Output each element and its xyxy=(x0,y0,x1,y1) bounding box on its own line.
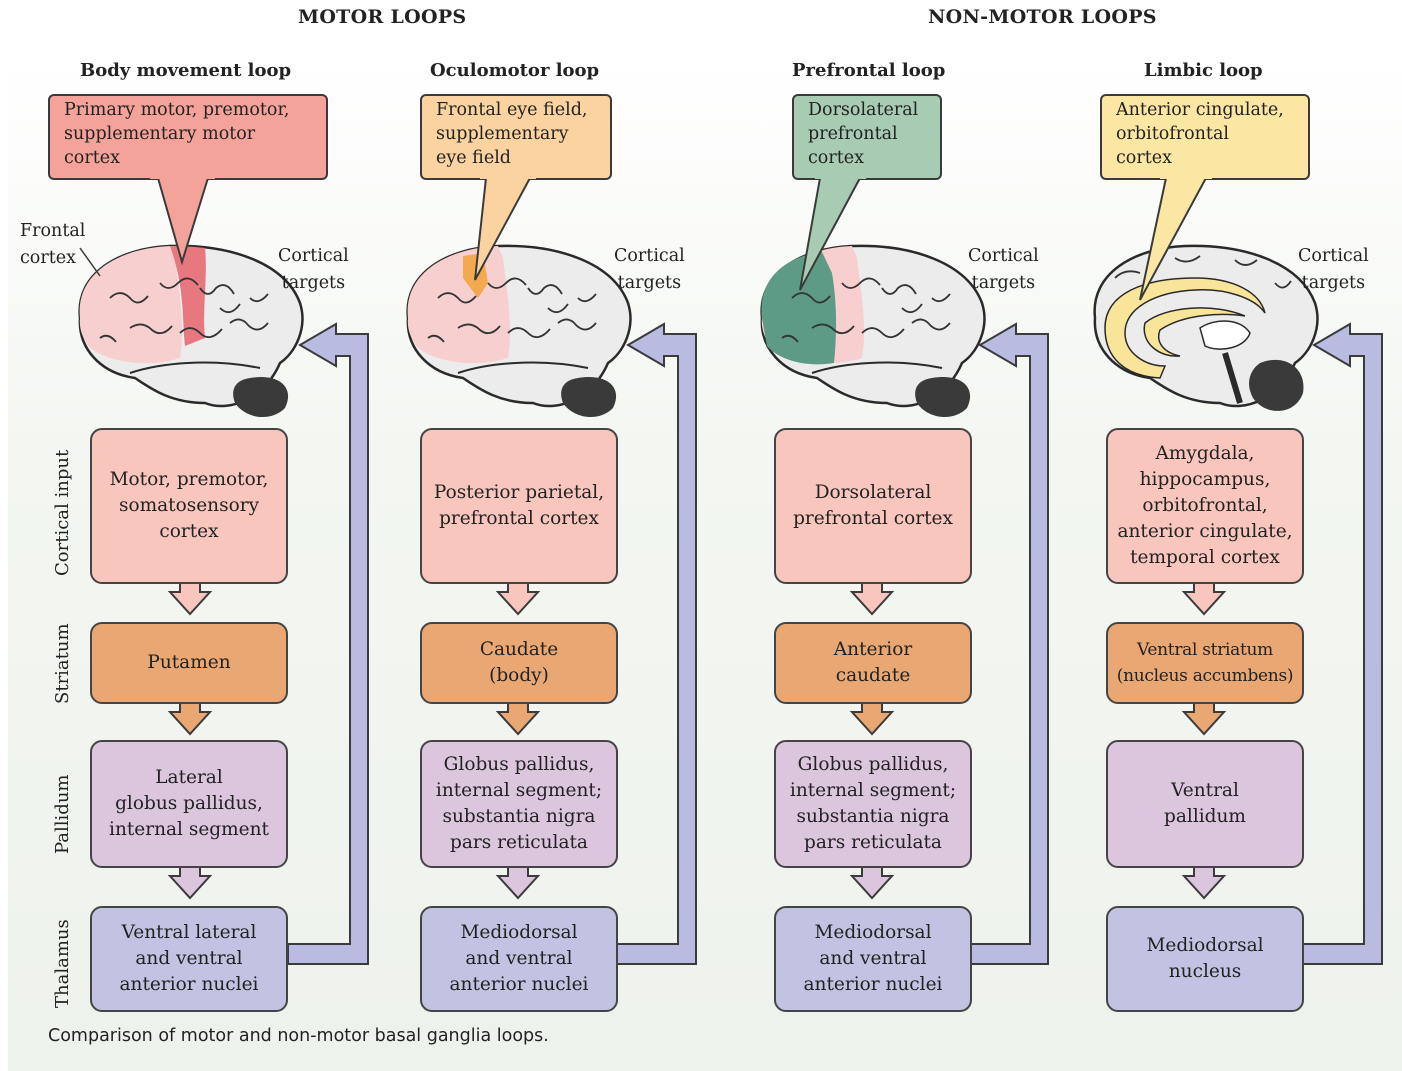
cortical-input-box-motor: Motor, premotor, somatosensory cortex xyxy=(90,428,288,584)
callout-limbic-cortex: Anterior cingulate, orbitofrontal cortex xyxy=(1100,94,1310,180)
pallidum-box-oculomotor: Globus pallidus, internal segment; subst… xyxy=(420,740,618,868)
striatum-box-prefrontal: Anterior caudate xyxy=(774,622,972,704)
frontal-cortex-label: Frontal cortex xyxy=(20,221,86,268)
feedback-arrow-prefrontal xyxy=(969,322,1049,965)
cortical-input-box-oculomotor: Posterior parietal, prefrontal cortex xyxy=(420,428,618,584)
callout-prefrontal-cortex: Dorsolateral prefrontal cortex xyxy=(792,94,942,180)
title-prefrontal-loop: Prefrontal loop xyxy=(792,60,946,81)
cortical-targets-label-4: Cortical targets xyxy=(1298,246,1369,293)
striatum-box-oculomotor: Caudate (body) xyxy=(420,622,618,704)
thalamus-box-oculomotor: Mediodorsal and ventral anterior nuclei xyxy=(420,906,618,1012)
down-arrows xyxy=(167,581,1227,900)
cortical-input-box-limbic: Amygdala, hippocampus, orbitofrontal, an… xyxy=(1106,428,1304,584)
cortical-input-box-prefrontal: Dorsolateral prefrontal cortex xyxy=(774,428,972,584)
figure-caption: Comparison of motor and non-motor basal … xyxy=(48,1026,549,1046)
cortical-targets-label-3: Cortical targets xyxy=(968,246,1039,293)
feedback-arrow-limbic xyxy=(1301,322,1383,965)
thalamus-box-motor: Ventral lateral and ventral anterior nuc… xyxy=(90,906,288,1012)
feedback-arrow-motor xyxy=(287,322,369,965)
striatum-box-motor: Putamen xyxy=(90,622,288,704)
title-limbic-loop: Limbic loop xyxy=(1144,60,1263,81)
brain-oculomotor-icon xyxy=(406,244,632,418)
cortical-targets-label-1: Cortical targets xyxy=(278,246,349,293)
title-body-movement-loop: Body movement loop xyxy=(80,60,292,81)
pallidum-box-prefrontal: Globus pallidus, internal segment; subst… xyxy=(774,740,972,868)
brain-prefrontal-icon xyxy=(760,244,986,418)
callout-eye-fields: Frontal eye field, supplementary eye fie… xyxy=(420,94,612,180)
brain-limbic-icon xyxy=(1093,244,1319,411)
pallidum-box-motor: Lateral globus pallidus, internal segmen… xyxy=(90,740,288,868)
feedback-arrow-oculomotor xyxy=(615,322,697,965)
cortical-targets-label-2: Cortical targets xyxy=(614,246,685,293)
nonmotor-loops-header: NON-MOTOR LOOPS xyxy=(928,6,1157,28)
motor-loops-header: MOTOR LOOPS xyxy=(298,6,467,28)
thalamus-box-prefrontal: Mediodorsal and ventral anterior nuclei xyxy=(774,906,972,1012)
pallidum-box-limbic: Ventral pallidum xyxy=(1106,740,1304,868)
brain-motor-icon xyxy=(78,244,304,418)
callout-motor-cortex: Primary motor, premotor, supplementary m… xyxy=(48,94,328,180)
thalamus-box-limbic: Mediodorsal nucleus xyxy=(1106,906,1304,1012)
striatum-box-limbic: Ventral striatum (nucleus accumbens) xyxy=(1106,622,1304,704)
title-oculomotor-loop: Oculomotor loop xyxy=(430,60,600,81)
